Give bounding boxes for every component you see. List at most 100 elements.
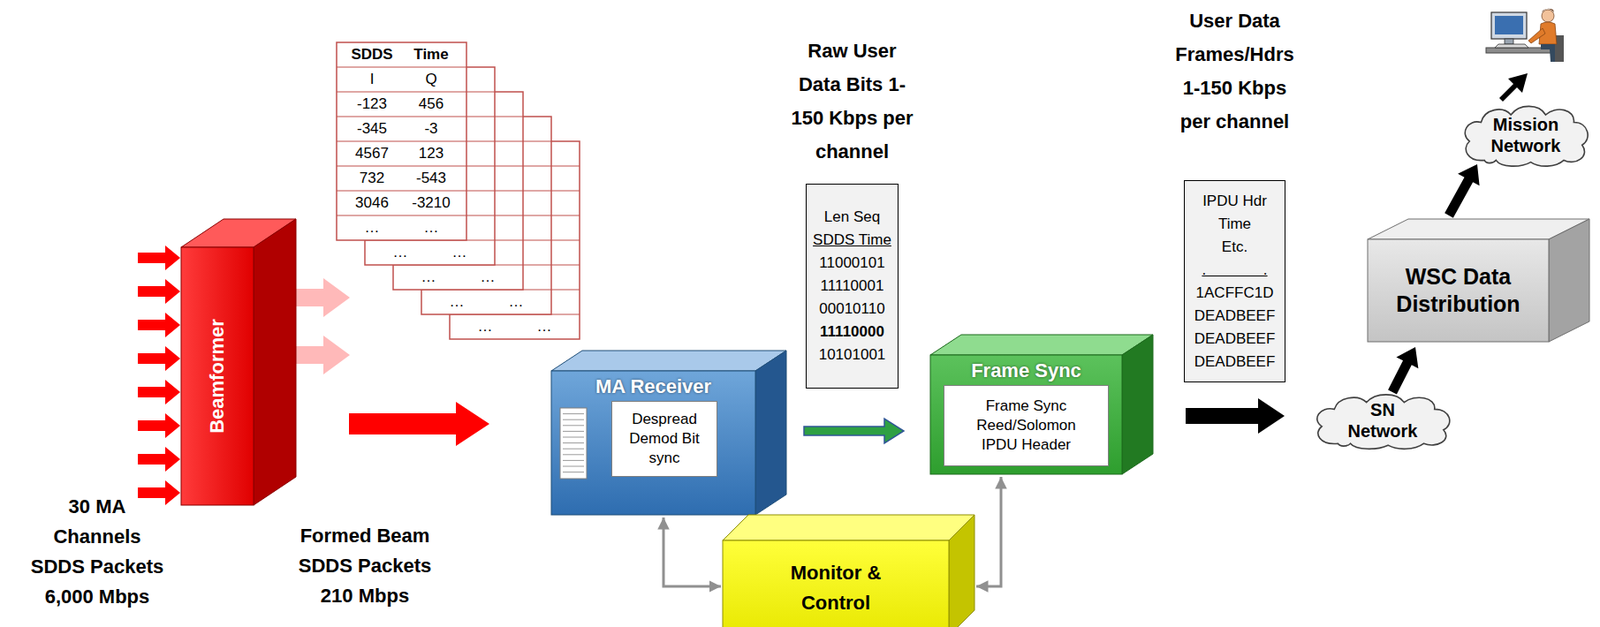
text-block: Mission Network <box>1486 113 1566 157</box>
box-text: 11110001 <box>812 274 892 298</box>
text-block: Despread Demod Bit sync <box>615 409 713 469</box>
text-block: Frame Sync Reed/Solomon IPDU Header <box>973 396 1080 455</box>
box-text: Monitor & Control <box>769 558 903 619</box>
flow-note: Formed Beam SDDS Packets 210 Mbps <box>295 521 435 612</box>
monitor <box>1491 12 1527 39</box>
table-cell: -123 <box>341 93 402 115</box>
receiver-box: Despread Demod Bit sync MA Receiver <box>551 371 756 516</box>
cloud-outline <box>1459 101 1593 168</box>
panel-heading: Raw User Data Bits 1-150 Kbps per channe… <box>788 34 917 169</box>
table-cell: … <box>426 291 487 313</box>
box-text: WSC Data Distribution <box>1367 263 1549 319</box>
function-panel: Frame Sync Reed/Solomon IPDU Header <box>943 385 1109 467</box>
stack-line <box>562 424 584 426</box>
person-hair <box>1541 8 1555 13</box>
stack-line <box>562 471 584 473</box>
network-cloud: SN Network <box>1311 390 1455 451</box>
table-rule <box>336 165 467 167</box>
table-rule <box>336 140 467 142</box>
box-text: 11110000 <box>812 320 892 344</box>
box-text: IPDU Hdr <box>1194 189 1276 213</box>
input-arrow <box>137 413 181 439</box>
box-front <box>181 247 254 506</box>
input-arrow <box>137 480 181 506</box>
table-frame <box>336 42 467 241</box>
box-front <box>930 355 1123 475</box>
table-cell: -543 <box>401 167 462 190</box>
table-rule <box>336 189 467 191</box>
box-text: Beamformer <box>205 318 229 434</box>
stack-line <box>562 413 584 415</box>
text-block: Monitor & Control <box>769 558 903 619</box>
function-panel: Despread Demod Bit sync <box>611 401 718 478</box>
box-side <box>1122 334 1153 475</box>
distribution-box: WSC Data Distribution <box>1367 239 1549 342</box>
box-text: . . <box>1194 258 1276 282</box>
frame-sync-box: Frame Sync Reed/Solomon IPDU HeaderFrame… <box>930 355 1123 475</box>
input-arrows <box>137 245 181 506</box>
network-cloud: Mission Network <box>1459 101 1593 168</box>
text-block: MA Receiver <box>595 374 712 400</box>
cloud-shape <box>1464 106 1588 167</box>
table-cell: I <box>341 68 402 91</box>
monitor-stand <box>1504 38 1514 45</box>
table-cell: -345 <box>341 118 402 140</box>
table-cell: Time <box>401 44 462 66</box>
box-text: Time <box>1194 212 1276 236</box>
output-arrow <box>1499 73 1528 102</box>
table-rule <box>336 66 467 68</box>
box-side <box>253 219 296 506</box>
box-faces <box>181 219 296 506</box>
stack-line <box>562 460 584 462</box>
box-text: 11000101 <box>812 251 892 275</box>
table-cell: … <box>370 242 431 264</box>
screen <box>1494 15 1524 35</box>
table-cell: 4567 <box>341 143 402 165</box>
box-faces <box>930 334 1153 475</box>
box-text: 1ACFFC1D <box>1194 281 1276 305</box>
cloud-outline <box>1311 390 1455 451</box>
text-block: WSC Data Distribution <box>1367 263 1549 319</box>
box-text: DEADBEEF <box>1194 304 1276 328</box>
channel-stack-icon <box>560 408 587 479</box>
keyboard <box>1494 44 1529 48</box>
box-faces <box>722 515 975 627</box>
box-faces <box>551 350 787 516</box>
table-cell: … <box>341 217 402 239</box>
cloud-shape <box>1317 394 1450 449</box>
table-cell: SDDS <box>341 44 402 66</box>
flow-note: 30 MA Channels SDDS Packets 6,000 Mbps <box>27 492 167 613</box>
stack-line <box>562 454 584 455</box>
input-arrow <box>137 312 181 338</box>
box-top <box>930 334 1153 356</box>
stack-line <box>562 466 584 468</box>
input-arrow <box>137 279 181 304</box>
control-box: Monitor & Control <box>722 540 949 627</box>
table-cell: … <box>514 316 575 338</box>
table-cell: … <box>457 266 518 289</box>
box-text: Etc. <box>1194 235 1276 259</box>
table-rule <box>336 90 467 92</box>
flow-arrow <box>1444 164 1479 219</box>
packet-table <box>336 42 467 241</box>
text-block: Len SeqSDDS Time110001011111000100010110… <box>812 205 892 367</box>
box-front <box>722 540 949 627</box>
table-cell: … <box>429 242 490 264</box>
box-text: 10101001 <box>812 343 892 367</box>
table-cell: 123 <box>401 143 462 165</box>
box-text: Mission Network <box>1486 113 1566 157</box>
box-front <box>1367 239 1549 342</box>
flow-arrow <box>1387 347 1419 395</box>
box-text: Frame Sync Reed/Solomon IPDU Header <box>973 396 1080 455</box>
table-cell: 732 <box>341 167 402 190</box>
table-rule <box>336 115 467 117</box>
stack-line <box>562 442 584 444</box>
table-cell: -3 <box>401 118 462 140</box>
person-head <box>1541 9 1555 23</box>
box-top <box>722 515 975 541</box>
box-text: Len Seq <box>812 205 892 229</box>
box-title: MA Receiver <box>595 374 712 400</box>
stack-line <box>562 431 584 433</box>
data-panel: Raw User Data Bits 1-150 Kbps per channe… <box>805 183 899 389</box>
text-block: SN Network <box>1342 399 1423 442</box>
